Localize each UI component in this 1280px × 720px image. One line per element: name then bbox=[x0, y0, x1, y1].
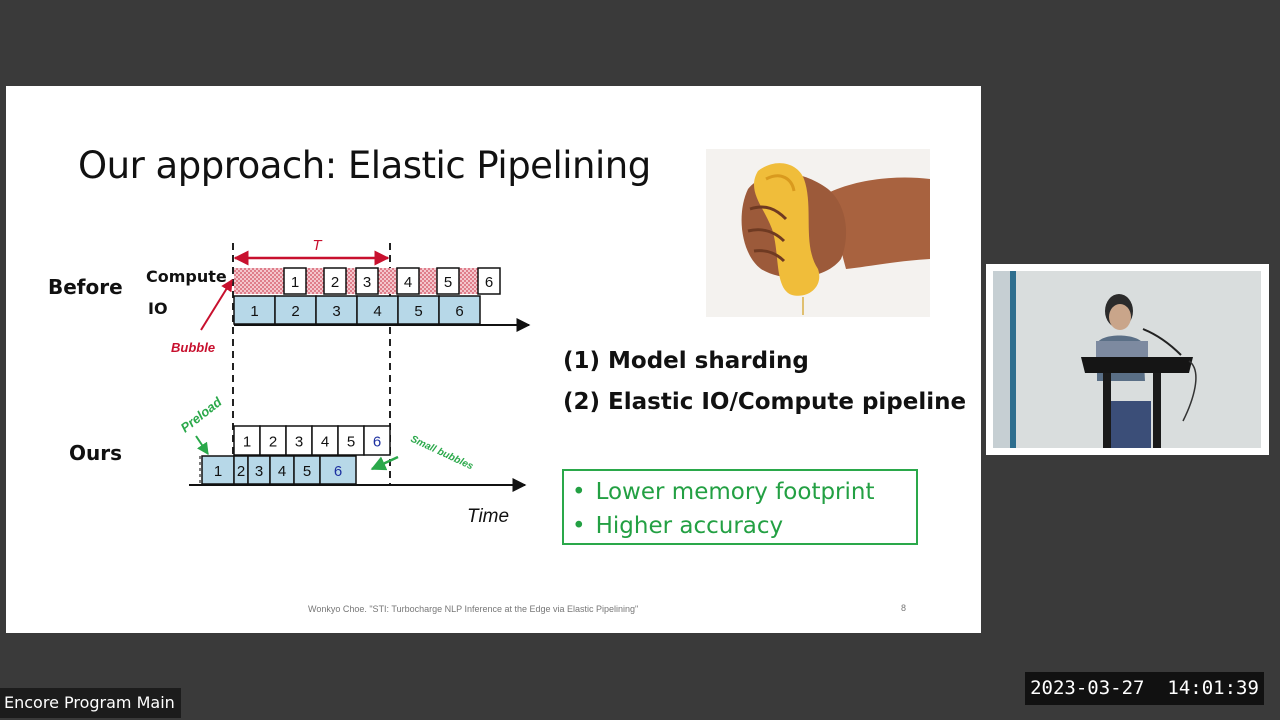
benefit-item: •Higher accuracy bbox=[572, 513, 784, 539]
period-label: T bbox=[312, 237, 323, 254]
bubble-arrow bbox=[200, 278, 233, 331]
ours-io-block: 5 bbox=[293, 455, 321, 485]
small-bubbles-label: Small bubbles bbox=[409, 434, 475, 473]
preload-label: Preload bbox=[178, 394, 226, 436]
svg-text:4: 4 bbox=[373, 303, 381, 320]
svg-text:3: 3 bbox=[295, 434, 303, 451]
ours-compute-block: 5 bbox=[337, 425, 365, 456]
svg-text:3: 3 bbox=[363, 274, 371, 291]
svg-text:4: 4 bbox=[278, 463, 286, 480]
before-io-block: 2 bbox=[274, 295, 317, 325]
svg-text:2: 2 bbox=[331, 274, 339, 291]
hand-squeezing-sponge-image bbox=[706, 149, 930, 317]
svg-text:1: 1 bbox=[214, 463, 222, 480]
ours-io-block: 3 bbox=[247, 455, 271, 485]
svg-text:1: 1 bbox=[243, 434, 251, 451]
compute-lane-label: Compute bbox=[146, 267, 227, 286]
presentation-slide: Our approach: Elastic Pipelining T bbox=[6, 86, 981, 633]
svg-text:6: 6 bbox=[455, 303, 463, 320]
svg-text:6: 6 bbox=[334, 463, 342, 480]
svg-text:2: 2 bbox=[291, 303, 299, 320]
before-io-block: 1 bbox=[233, 295, 276, 325]
svg-text:5: 5 bbox=[444, 274, 452, 291]
svg-text:2: 2 bbox=[237, 463, 245, 480]
svg-text:1: 1 bbox=[250, 303, 258, 320]
svg-text:3: 3 bbox=[332, 303, 340, 320]
point-model-sharding: (1) Model sharding bbox=[563, 348, 809, 374]
point-elastic-pipeline: (2) Elastic IO/Compute pipeline bbox=[563, 389, 967, 415]
svg-text:2: 2 bbox=[269, 434, 277, 451]
ours-io-block: 6 bbox=[319, 455, 357, 485]
ours-io-block: 1 bbox=[201, 455, 235, 485]
speaker-video-frame bbox=[986, 264, 1269, 455]
slide-page-number: 8 bbox=[901, 603, 907, 613]
svg-text:5: 5 bbox=[347, 434, 355, 451]
svg-text:4: 4 bbox=[321, 434, 329, 451]
slide-title: Our approach: Elastic Pipelining bbox=[78, 144, 651, 187]
ours-row-label: Ours bbox=[69, 441, 123, 465]
before-io-block: 5 bbox=[397, 295, 440, 325]
ours-compute-block: 4 bbox=[311, 425, 339, 456]
squeezed-sponge-photo bbox=[706, 149, 930, 317]
before-row-label: Before bbox=[48, 275, 123, 299]
ours-io-block: 4 bbox=[269, 455, 295, 485]
before-compute-block: 5 bbox=[436, 267, 460, 295]
before-compute-block: 6 bbox=[477, 267, 501, 295]
bubble-label: Bubble bbox=[171, 340, 215, 355]
svg-text:4: 4 bbox=[404, 274, 412, 291]
before-compute-block: 2 bbox=[323, 267, 347, 295]
before-compute-block: 3 bbox=[355, 267, 379, 295]
io-lane-label: IO bbox=[148, 299, 168, 318]
program-label: Encore Program Main bbox=[0, 688, 181, 718]
before-compute-block: 1 bbox=[283, 267, 307, 295]
before-io-block: 3 bbox=[315, 295, 358, 325]
ours-compute-block: 2 bbox=[259, 425, 287, 456]
svg-text:6: 6 bbox=[373, 434, 381, 451]
ours-compute-block: 3 bbox=[285, 425, 313, 456]
slide-footnote: Wonkyo Choe. "STI: Turbocharge NLP Infer… bbox=[308, 604, 639, 614]
svg-text:3: 3 bbox=[255, 463, 263, 480]
before-io-block: 4 bbox=[356, 295, 399, 325]
small-bubbles-arrow bbox=[370, 455, 399, 471]
ours-compute-lane: 1 2 3 4 5 6 bbox=[233, 425, 391, 456]
speaker-at-podium-image bbox=[993, 271, 1261, 448]
ours-io-block: 2 bbox=[233, 455, 249, 485]
before-compute-block: 4 bbox=[396, 267, 420, 295]
ours-compute-block: 1 bbox=[233, 425, 261, 456]
svg-text:5: 5 bbox=[414, 303, 422, 320]
speaker-video bbox=[993, 271, 1261, 448]
before-compute-lane: 1 2 3 4 5 6 bbox=[283, 267, 501, 295]
svg-text:5: 5 bbox=[303, 463, 311, 480]
benefit-item: •Lower memory footprint bbox=[572, 479, 875, 505]
svg-text:6: 6 bbox=[485, 274, 493, 291]
ours-compute-block: 6 bbox=[363, 425, 391, 456]
timestamp-overlay: 2023-03-27 14:01:39 bbox=[1025, 672, 1264, 705]
before-io-block: 6 bbox=[438, 295, 481, 325]
svg-text:1: 1 bbox=[291, 274, 299, 291]
benefits-box: •Lower memory footprint •Higher accuracy bbox=[562, 469, 918, 545]
time-axis-label: Time bbox=[467, 506, 509, 527]
preload-arrow bbox=[195, 435, 209, 455]
before-io-lane: 1 2 3 4 5 6 bbox=[233, 295, 481, 325]
